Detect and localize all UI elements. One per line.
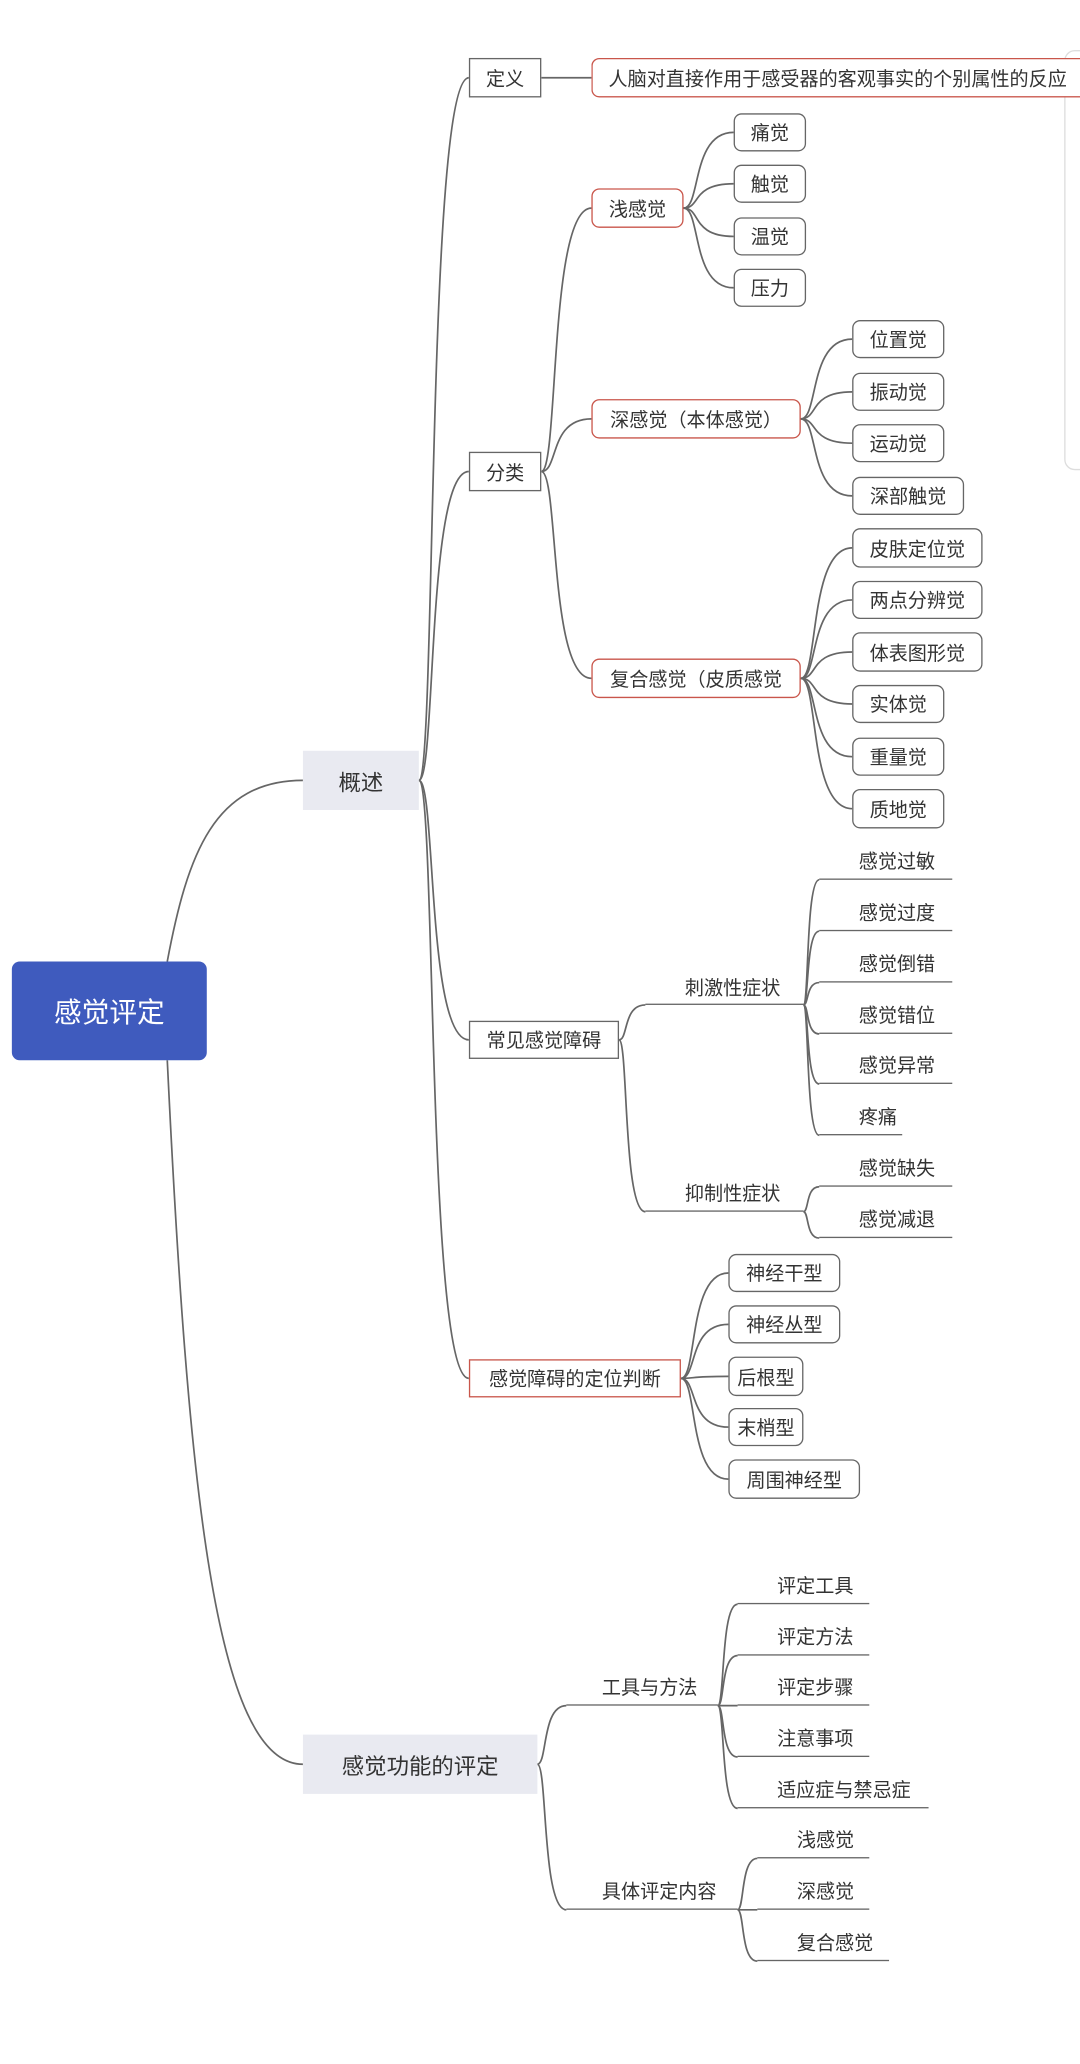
node-deep[interactable]: 深感觉（本体感觉） — [591, 399, 801, 439]
leaf-node[interactable]: 两点分辨觉 — [852, 580, 983, 620]
leaf-node[interactable]: 注意事项 — [737, 1719, 870, 1758]
leaf-node[interactable]: 评定方法 — [737, 1617, 870, 1656]
leaf-node[interactable]: 运动觉 — [852, 424, 945, 463]
connector — [418, 76, 470, 782]
leaf-node[interactable]: 周围神经型 — [728, 1459, 861, 1499]
leaf-node[interactable]: 位置觉 — [852, 320, 945, 359]
node-tools-methods[interactable]: 工具与方法 — [566, 1667, 718, 1706]
connector — [716, 1654, 738, 1707]
connector — [736, 1857, 758, 1911]
connector — [802, 1185, 820, 1213]
node-specific-content[interactable]: 具体评定内容 — [566, 1872, 738, 1910]
node-inhibitory[interactable]: 抑制性症状 — [645, 1175, 804, 1212]
connector — [800, 677, 853, 810]
connector — [536, 1704, 567, 1766]
connector — [800, 390, 853, 420]
connector — [800, 651, 853, 680]
leaf-node[interactable]: 感觉异常 — [819, 1047, 953, 1084]
connector — [800, 677, 853, 705]
connector — [166, 1060, 303, 1766]
connector — [800, 338, 853, 420]
connector — [683, 182, 734, 209]
leaf-node[interactable]: 神经干型 — [728, 1253, 841, 1293]
connector — [618, 1038, 646, 1213]
node-assessment[interactable]: 感觉功能的评定 — [302, 1734, 538, 1794]
connector — [680, 1272, 729, 1380]
leaf-node[interactable]: 神经丛型 — [728, 1305, 841, 1344]
leaf-node[interactable]: 质地觉 — [852, 788, 945, 829]
connector — [800, 599, 853, 680]
leaf-node[interactable]: 感觉过敏 — [819, 843, 953, 880]
leaf-node[interactable]: 疼痛 — [819, 1098, 903, 1136]
leaf-node[interactable]: 适应症与禁忌症 — [737, 1770, 929, 1809]
connector — [166, 779, 303, 962]
leaf-node[interactable]: 评定步骤 — [737, 1667, 870, 1706]
connector — [736, 1908, 758, 1963]
node-irritative[interactable]: 刺激性症状 — [645, 969, 804, 1005]
connector — [680, 1375, 729, 1380]
leaf-node[interactable]: 浅感觉 — [757, 1820, 870, 1859]
leaf-node[interactable]: 感觉缺失 — [819, 1150, 953, 1187]
leaf-node[interactable]: 体表图形觉 — [852, 632, 983, 672]
node-superficial[interactable]: 浅感觉 — [591, 188, 684, 228]
root-node[interactable]: 感觉评定 — [11, 961, 207, 1061]
leaf-node[interactable]: 重量觉 — [852, 737, 945, 776]
connector — [683, 207, 734, 238]
connector — [800, 547, 853, 680]
leaf-node[interactable]: 复合感觉 — [757, 1923, 890, 1962]
leaf-node[interactable]: 感觉倒错 — [819, 946, 953, 983]
leaf-node[interactable]: 末梢型 — [728, 1407, 804, 1447]
connector — [680, 1377, 729, 1480]
leaf-node[interactable]: 评定工具 — [737, 1566, 870, 1605]
connector — [418, 470, 470, 782]
leaf-node[interactable]: 振动觉 — [852, 372, 945, 411]
connector — [716, 1603, 738, 1707]
node-localization[interactable]: 感觉障碍的定位判断 — [468, 1359, 681, 1398]
leaf-node[interactable]: 实体觉 — [852, 684, 945, 724]
node-disorders[interactable]: 常见感觉障碍 — [468, 1020, 620, 1059]
connector — [802, 930, 820, 1006]
connector — [800, 417, 853, 497]
node-overview[interactable]: 概述 — [302, 750, 419, 811]
connector — [802, 1210, 820, 1239]
leaf-node[interactable]: 温觉 — [733, 217, 807, 256]
connector — [618, 1004, 646, 1041]
connector — [541, 417, 592, 473]
node-classification[interactable]: 分类 — [468, 451, 542, 492]
leaf-node[interactable]: 皮肤定位觉 — [852, 528, 983, 568]
node-compound[interactable]: 复合感觉（皮质感觉 — [591, 658, 801, 699]
connector — [540, 207, 592, 473]
leaf-node[interactable]: 深部触觉 — [852, 476, 965, 515]
leaf-node[interactable]: 感觉过度 — [819, 894, 953, 932]
connector — [683, 131, 734, 209]
connector — [683, 207, 734, 289]
connector — [802, 1004, 821, 1137]
leaf-node[interactable]: 后根型 — [728, 1356, 804, 1397]
connector — [540, 470, 592, 680]
node-definition-text[interactable]: 人脑对直接作用于感受器的客观事实的个别属性的反应 — [591, 57, 1080, 98]
leaf-node[interactable]: 痛觉 — [733, 113, 807, 152]
leaf-node[interactable]: 触觉 — [733, 164, 807, 203]
connector — [803, 981, 820, 1006]
leaf-node[interactable]: 感觉减退 — [819, 1201, 953, 1239]
connector — [418, 779, 470, 1041]
node-definition[interactable]: 定义 — [468, 57, 542, 98]
connector — [680, 1377, 729, 1428]
leaf-node[interactable]: 感觉错位 — [819, 997, 953, 1034]
side-panel — [1064, 50, 1080, 471]
connector — [716, 1704, 738, 1810]
connector — [418, 779, 470, 1380]
connector — [536, 1763, 567, 1911]
connector — [680, 1323, 729, 1380]
leaf-node[interactable]: 压力 — [733, 268, 807, 307]
connector — [800, 417, 853, 445]
leaf-node[interactable]: 深感觉 — [757, 1872, 870, 1910]
